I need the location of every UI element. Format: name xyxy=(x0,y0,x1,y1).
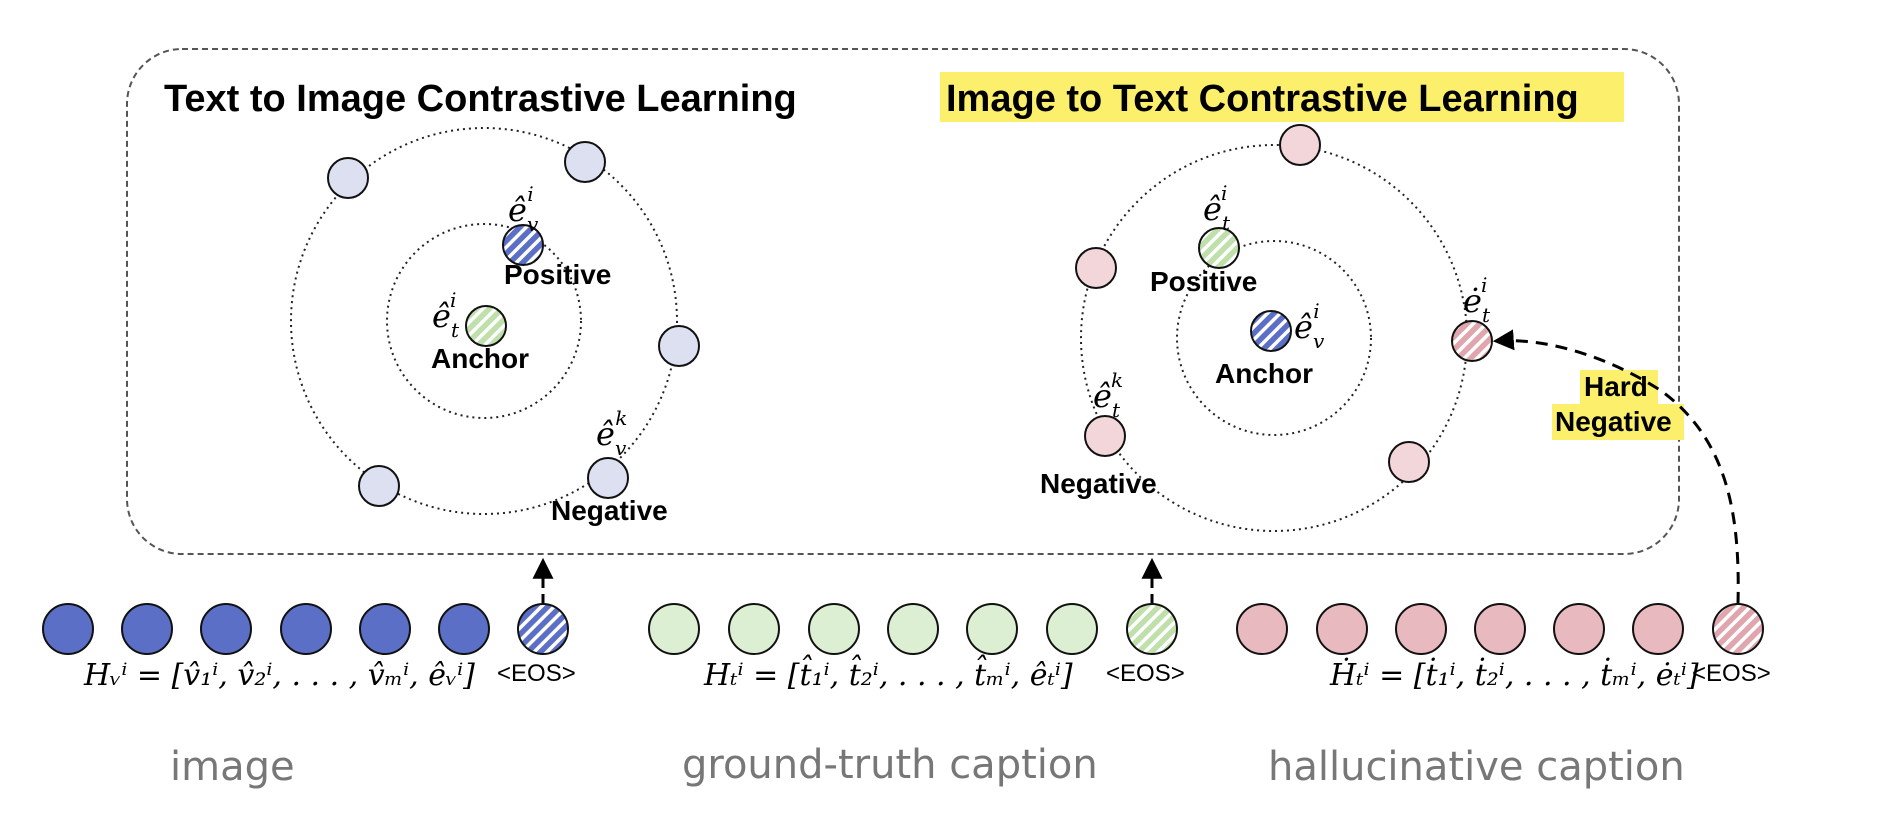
caption-token xyxy=(728,603,780,655)
image-caption: image xyxy=(170,744,295,790)
image-token xyxy=(438,603,490,655)
hallucination-token xyxy=(1553,603,1605,655)
image-token xyxy=(42,603,94,655)
caption-token xyxy=(1046,603,1098,655)
left-anchor-math: êti xyxy=(432,288,460,342)
caption-token xyxy=(966,603,1018,655)
hard-negative-label-line2: Negative xyxy=(1555,406,1672,437)
left-neighbor-node xyxy=(564,141,606,183)
caption-sequence-formula: Hₜⁱ = [t̂₁ⁱ, t̂₂ⁱ, . . . , t̂ₘⁱ, êₜⁱ] xyxy=(703,654,1073,693)
left-inner-orbit xyxy=(386,223,582,419)
image-eos-token xyxy=(517,603,569,655)
right-neighbor-node xyxy=(1388,441,1430,483)
hallucinative-caption: hallucinative caption xyxy=(1268,744,1685,790)
right-inner-orbit xyxy=(1176,240,1372,436)
right-neighbor-node xyxy=(1075,247,1117,289)
right-hard-negative-math: ėti xyxy=(1463,273,1491,327)
left-outer-orbit xyxy=(290,127,678,515)
hard-negative-highlight-1 xyxy=(1580,370,1658,406)
left-negative-math: êvk xyxy=(596,406,627,460)
right-positive-label: Positive xyxy=(1150,266,1257,297)
hallucination-token xyxy=(1474,603,1526,655)
hallucination-token xyxy=(1395,603,1447,655)
caption-eos-token xyxy=(1126,603,1178,655)
caption-token-sequence xyxy=(648,603,1178,655)
image-token xyxy=(121,603,173,655)
hallucination-token-sequence xyxy=(1236,603,1764,655)
left-neighbor-node xyxy=(658,325,700,367)
learning-panel-border xyxy=(126,48,1680,555)
hard-negative-arrow xyxy=(1492,329,1740,605)
right-negative-math: êtk xyxy=(1093,368,1123,422)
left-positive-node xyxy=(502,224,544,266)
caption-token xyxy=(808,603,860,655)
right-panel-title: Image to Text Contrastive Learning xyxy=(946,78,1579,120)
left-positive-label: Positive xyxy=(504,259,611,290)
right-anchor-math: êvi xyxy=(1294,299,1325,353)
right-neighbor-node xyxy=(1279,124,1321,166)
right-negative-label: Negative xyxy=(1040,468,1157,499)
right-negative-node xyxy=(1084,415,1126,457)
image-sequence-formula: Hᵥⁱ = [v̂₁ⁱ, v̂₂ⁱ, . . . , v̂ₘⁱ, êᵥⁱ] xyxy=(83,658,475,693)
ground-truth-caption: ground-truth caption xyxy=(682,742,1098,788)
image-token xyxy=(359,603,411,655)
hallucination-eos-label: <EOS> xyxy=(1692,660,1771,687)
left-anchor-node xyxy=(465,305,507,347)
left-neighbor-node xyxy=(358,465,400,507)
hallucination-token xyxy=(1316,603,1368,655)
left-anchor-label: Anchor xyxy=(431,343,529,374)
left-positive-math: êvi xyxy=(508,182,539,236)
left-panel-title: Text to Image Contrastive Learning xyxy=(164,78,797,120)
caption-token xyxy=(648,603,700,655)
right-neighbor-dots xyxy=(1075,124,1493,483)
caption-eos-label: <EOS> xyxy=(1106,660,1185,687)
hallucination-token xyxy=(1632,603,1684,655)
right-title-highlight xyxy=(940,72,1624,122)
left-neighbor-node xyxy=(327,157,369,199)
image-eos-label: <EOS> xyxy=(497,660,576,687)
hard-negative-highlight-2 xyxy=(1552,404,1684,440)
left-negative-node xyxy=(587,457,629,499)
right-positive-node xyxy=(1198,227,1240,269)
right-anchor-label: Anchor xyxy=(1215,358,1313,389)
right-anchor-node xyxy=(1250,310,1292,352)
hallucination-eos-token xyxy=(1712,603,1764,655)
hallucination-token xyxy=(1236,603,1288,655)
hallucination-sequence-formula: Ḣₜⁱ = [ṫ₁ⁱ, ṫ₂ⁱ, . . . , ṫₘⁱ, ėₜⁱ] xyxy=(1329,657,1699,693)
right-hard-negative-node xyxy=(1451,320,1493,362)
left-neighbor-dots xyxy=(327,141,700,507)
image-token-sequence xyxy=(42,603,569,655)
image-token xyxy=(200,603,252,655)
left-negative-label: Negative xyxy=(551,495,668,526)
image-token xyxy=(280,603,332,655)
right-positive-math: êti xyxy=(1203,181,1231,235)
caption-token xyxy=(887,603,939,655)
eos-up-arrows xyxy=(532,557,1163,604)
